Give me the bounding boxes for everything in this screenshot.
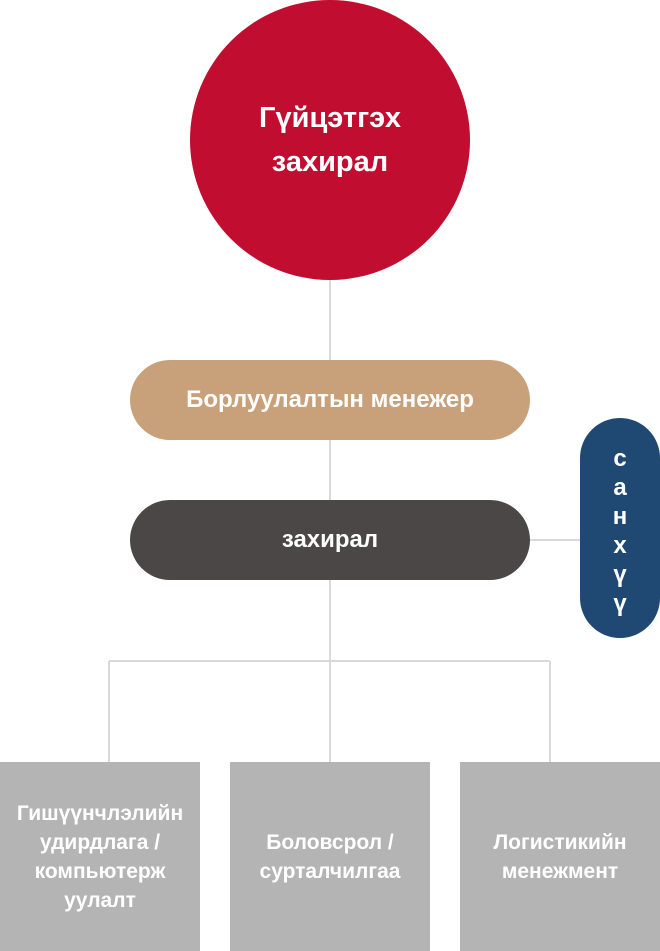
department-membership-node: Гишүүнчлэлийн удирдлага /компьютерж уула… [0, 762, 200, 951]
sales-manager-label: Борлуулалтын менежер [186, 386, 474, 413]
fund-letter: с [613, 445, 627, 472]
department-logistics-node: Логистикийн менежмент [460, 762, 660, 951]
department-membership-label: Гишүүнчлэлийн удирдлага /компьютерж уула… [16, 801, 184, 912]
ceo-node: Гүйцэтгэх захирал [190, 0, 470, 280]
department-education-label: Боловсрол /сурталчилгаа [259, 830, 401, 883]
department-education-node: Боловсрол /сурталчилгаа [230, 762, 430, 951]
director-node: захирал [130, 500, 530, 580]
sales-manager-node: Борлуулалтын менежер [130, 360, 530, 440]
director-label: захирал [281, 526, 379, 553]
ceo-label: Гүйцэтгэх захирал [259, 102, 401, 178]
fund-letter: н [612, 503, 628, 530]
fund-node: с а н х ү ү [580, 418, 660, 638]
fund-letter: а [613, 474, 627, 501]
department-logistics-label: Логистикийн менежмент [493, 830, 627, 883]
fund-letter: ү [613, 590, 627, 617]
fund-letter: ү [613, 561, 627, 588]
fund-letter: х [613, 532, 627, 559]
